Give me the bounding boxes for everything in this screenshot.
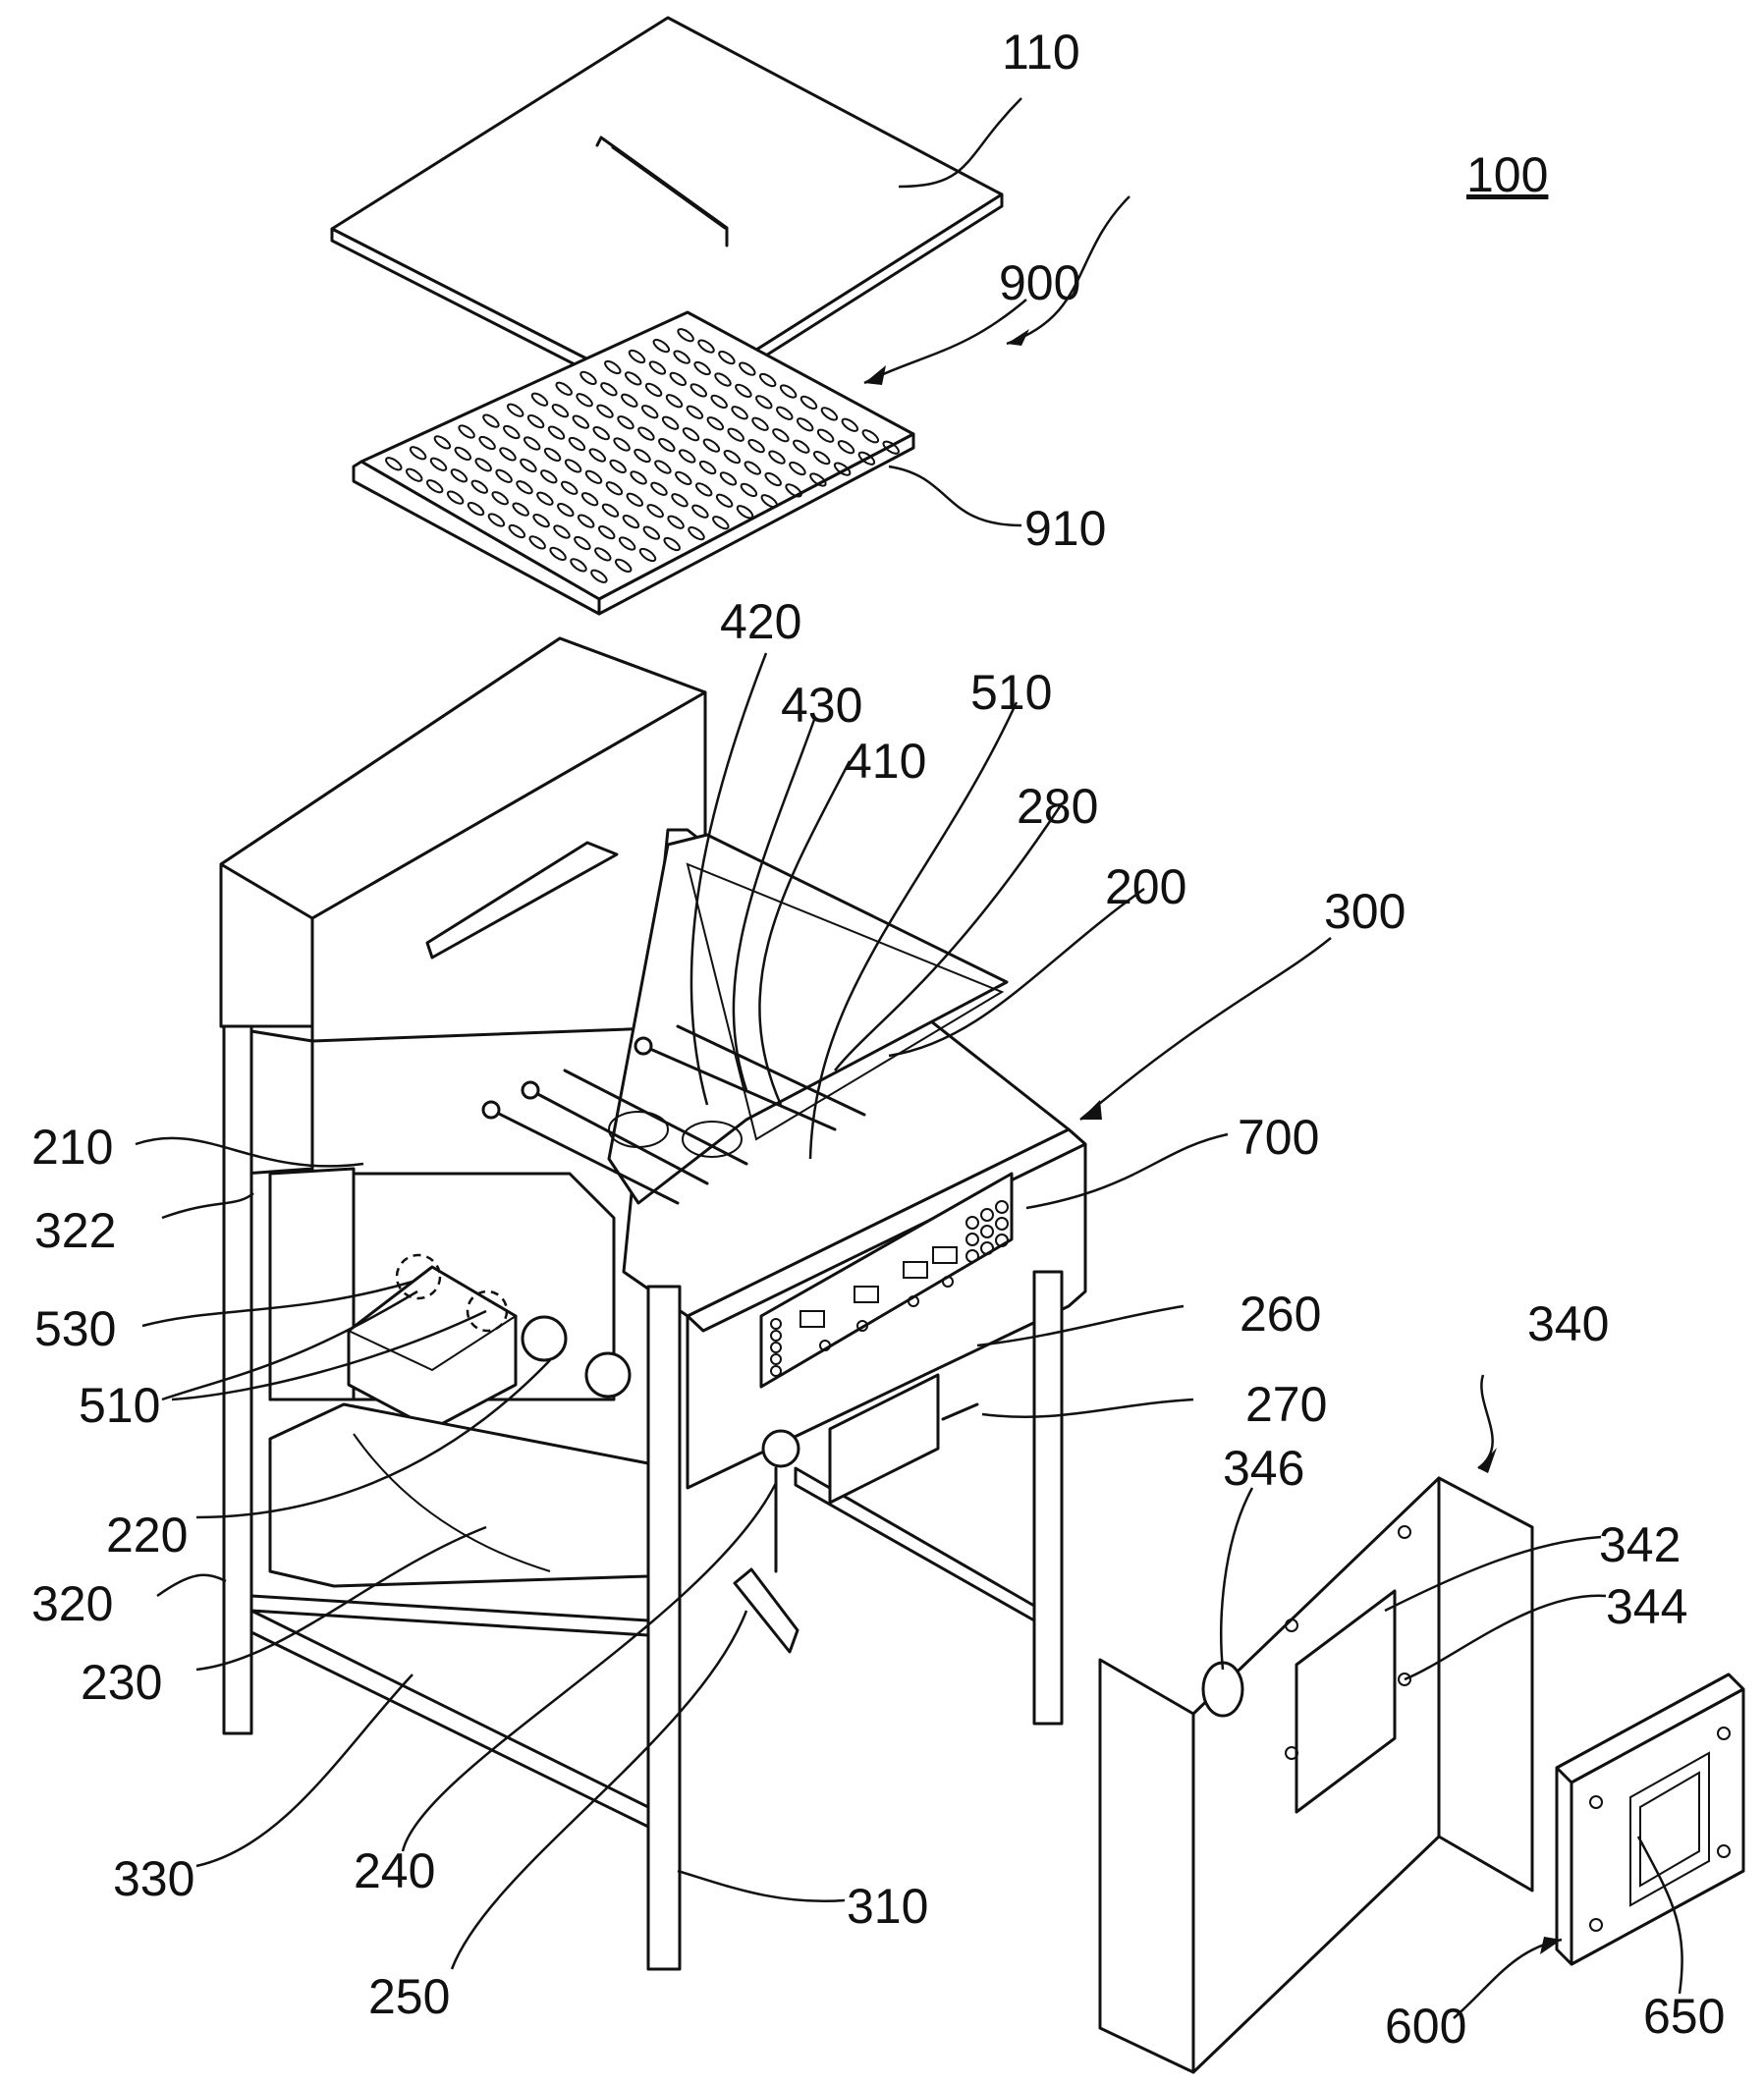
label-344: 344 (1606, 1579, 1687, 1634)
label-220: 220 (106, 1508, 188, 1563)
box-230 (270, 1404, 648, 1586)
label-530: 530 (34, 1301, 116, 1356)
cover-600 (1557, 1674, 1743, 1964)
label-300: 300 (1324, 884, 1406, 939)
label-510-top: 510 (970, 665, 1052, 720)
valve-handle-250 (735, 1569, 798, 1652)
crossbar-330 (251, 1611, 648, 1827)
label-900: 900 (999, 255, 1080, 310)
perforated-tray-900 (354, 312, 913, 614)
label-340: 340 (1527, 1296, 1609, 1351)
leg-right-back (1034, 1272, 1062, 1724)
label-910: 910 (1024, 501, 1106, 556)
label-410: 410 (845, 734, 926, 789)
label-100: 100 (1466, 147, 1548, 202)
label-240: 240 (354, 1843, 435, 1898)
label-600: 600 (1385, 1999, 1466, 2054)
label-322: 322 (34, 1203, 116, 1258)
label-342: 342 (1599, 1517, 1681, 1572)
label-430: 430 (781, 678, 862, 733)
label-330: 330 (113, 1851, 194, 1906)
label-320: 320 (31, 1576, 113, 1631)
label-650: 650 (1643, 1989, 1725, 2044)
label-310: 310 (847, 1879, 928, 1934)
side-panel-340 (1100, 1478, 1532, 2072)
hole-346 (1203, 1663, 1242, 1716)
label-200: 200 (1105, 859, 1186, 914)
label-270: 270 (1245, 1377, 1327, 1432)
label-230: 230 (81, 1655, 162, 1710)
label-420: 420 (720, 594, 801, 649)
label-280: 280 (1017, 779, 1098, 834)
leg-front-310 (648, 1287, 680, 1969)
fryer-body (221, 638, 1085, 1969)
label-260: 260 (1240, 1287, 1321, 1342)
label-110: 110 (1002, 25, 1080, 80)
label-346: 346 (1223, 1441, 1304, 1496)
label-510-bottom: 510 (79, 1378, 160, 1433)
label-250: 250 (368, 1969, 450, 2024)
label-700: 700 (1238, 1110, 1319, 1165)
label-210: 210 (31, 1120, 113, 1175)
